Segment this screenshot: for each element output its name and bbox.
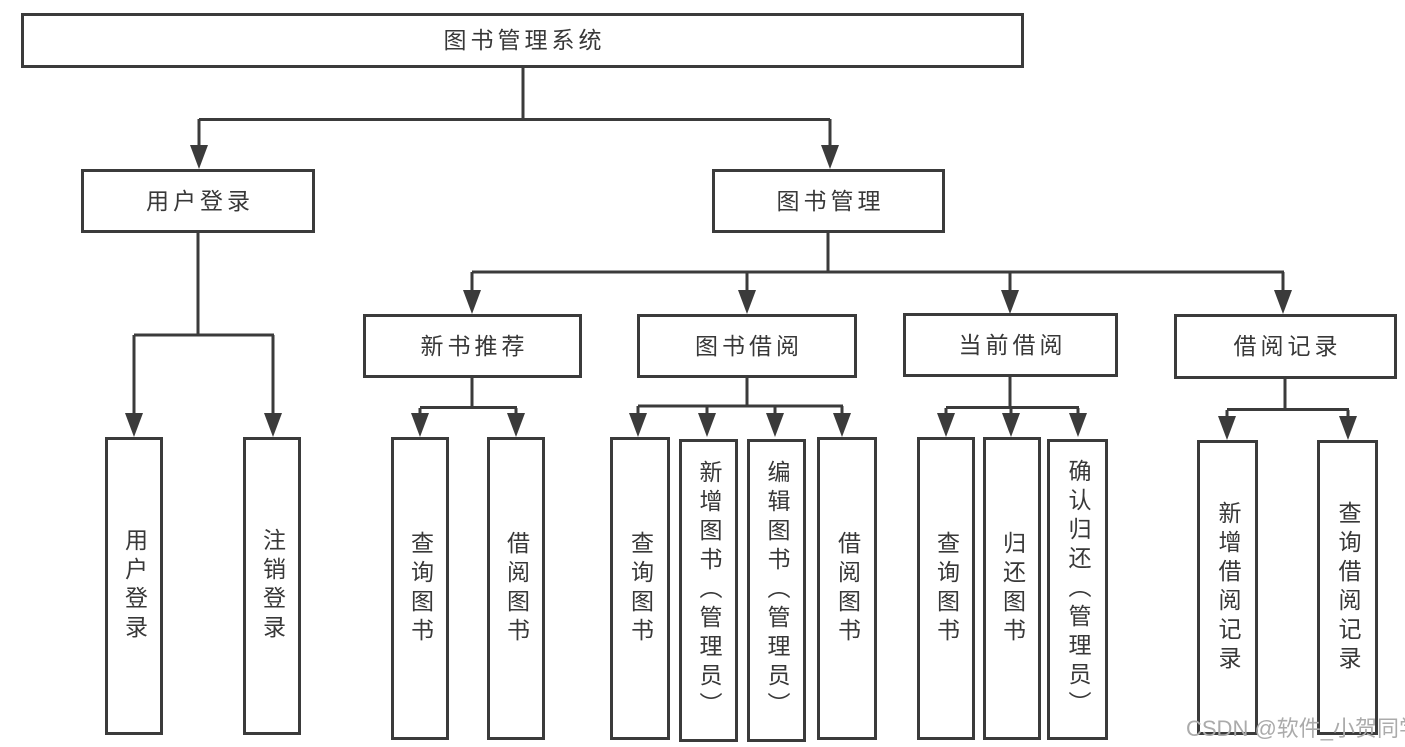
leaf-records-query-record: 查询借阅记录 bbox=[1317, 440, 1378, 735]
node-book-borrowing-label: 图书借阅 bbox=[695, 332, 803, 359]
leaf-borrowing-edit-book-admin-label: 编辑图书（管理员） bbox=[764, 460, 790, 721]
leaf-recommend-query-book: 查询图书 bbox=[391, 437, 449, 740]
node-current-borrowing: 当前借阅 bbox=[903, 313, 1118, 377]
connector-lines bbox=[132, 68, 1350, 419]
node-book-borrowing: 图书借阅 bbox=[637, 314, 857, 378]
leaf-current-query-book-label: 查询图书 bbox=[933, 530, 960, 647]
leaf-records-add-record: 新增借阅记录 bbox=[1197, 440, 1258, 735]
csdn-watermark: CSDN @软件_小贺同学 bbox=[1186, 716, 1405, 741]
leaf-recommend-borrow-book: 借阅图书 bbox=[487, 437, 545, 740]
leaf-borrowing-add-book-admin-label: 新增图书（管理员） bbox=[696, 460, 722, 721]
leaf-logout: 注销登录 bbox=[243, 437, 301, 735]
node-new-book-recommend: 新书推荐 bbox=[363, 314, 582, 378]
connector-arrowheads bbox=[125, 145, 1357, 440]
leaf-borrowing-edit-book-admin: 编辑图书（管理员） bbox=[747, 439, 806, 742]
leaf-logout-label: 注销登录 bbox=[259, 528, 286, 644]
leaf-current-return-book-label: 归还图书 bbox=[999, 530, 1026, 647]
node-user-login: 用户登录 bbox=[81, 169, 315, 233]
leaf-borrowing-borrow-book: 借阅图书 bbox=[817, 437, 877, 740]
leaf-borrowing-query-book-label: 查询图书 bbox=[627, 530, 654, 647]
node-book-management: 图书管理 bbox=[712, 169, 945, 233]
leaf-borrowing-query-book: 查询图书 bbox=[610, 437, 670, 740]
node-library-system: 图书管理系统 bbox=[21, 13, 1024, 68]
node-borrowing-records-label: 借阅记录 bbox=[1233, 333, 1342, 359]
node-book-management-label: 图书管理 bbox=[776, 187, 885, 214]
leaf-current-confirm-return-admin: 确认归还（管理员） bbox=[1047, 439, 1108, 740]
leaf-current-return-book: 归还图书 bbox=[983, 437, 1041, 740]
node-current-borrowing-label: 当前借阅 bbox=[958, 331, 1067, 358]
leaf-user-login-label: 用户登录 bbox=[121, 528, 148, 644]
leaf-current-confirm-return-admin-label: 确认归还（管理员） bbox=[1065, 459, 1091, 720]
leaf-recommend-query-book-label: 查询图书 bbox=[407, 530, 434, 647]
leaf-records-query-record-label: 查询借阅记录 bbox=[1335, 500, 1361, 675]
leaf-borrowing-borrow-book-label: 借阅图书 bbox=[834, 530, 861, 647]
leaf-borrowing-add-book-admin: 新增图书（管理员） bbox=[679, 439, 738, 742]
leaf-current-query-book: 查询图书 bbox=[917, 437, 975, 740]
leaf-recommend-borrow-book-label: 借阅图书 bbox=[503, 530, 530, 647]
node-borrowing-records: 借阅记录 bbox=[1174, 314, 1397, 379]
leaf-records-add-record-label: 新增借阅记录 bbox=[1215, 500, 1241, 675]
node-user-login-label: 用户登录 bbox=[146, 187, 254, 214]
node-new-book-recommend-label: 新书推荐 bbox=[420, 332, 529, 359]
node-library-system-label: 图书管理系统 bbox=[443, 27, 606, 53]
leaf-user-login: 用户登录 bbox=[105, 437, 163, 735]
